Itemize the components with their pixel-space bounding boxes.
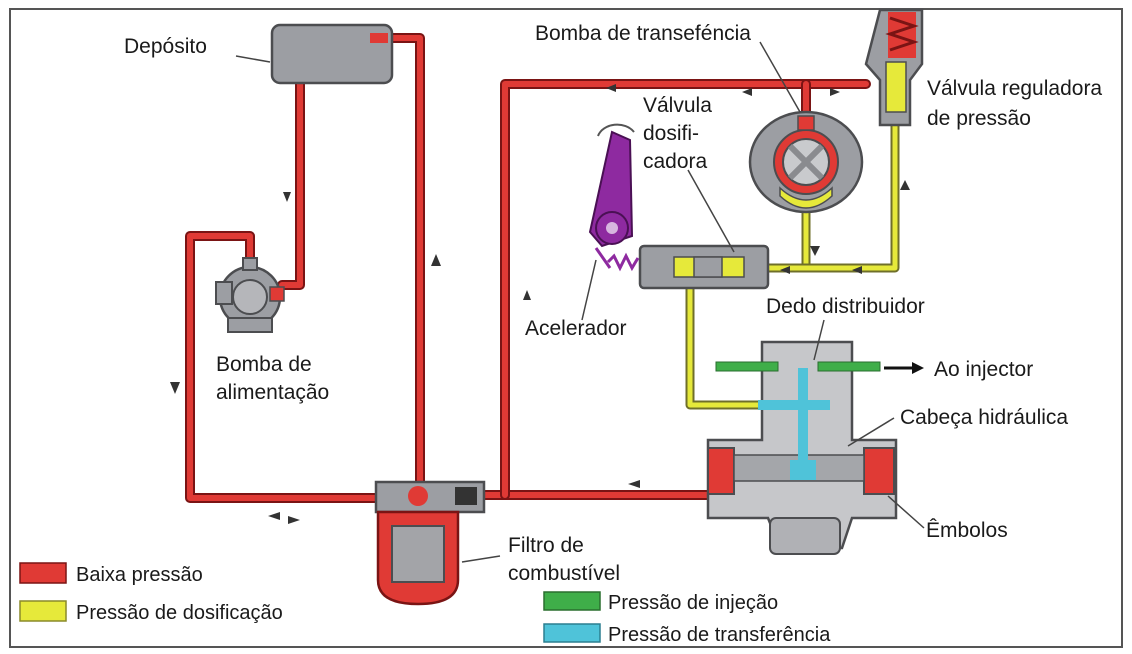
label-bomba-transferencia: Bomba de transeféncia	[535, 22, 751, 45]
labels: Depósito Bomba de transeféncia Válvula r…	[124, 22, 1102, 585]
hydraulic-head	[706, 319, 925, 555]
legend-label-transfer-pressure: Pressão de transferência	[608, 624, 831, 646]
legend-swatch-injection-pressure	[543, 591, 601, 611]
legend-swatch-transfer-pressure	[543, 623, 601, 643]
legend-swatch-dosing-pressure	[19, 600, 67, 622]
injector-outlet-arrow	[884, 362, 924, 374]
label-acelerador: Acelerador	[525, 317, 627, 340]
label-valvula-dosificadora-3: cadora	[643, 150, 708, 173]
label-deposito: Depósito	[124, 35, 207, 58]
label-filtro-2: combustível	[508, 562, 620, 585]
metering-valve	[638, 169, 770, 290]
tank	[235, 23, 394, 85]
flow-arrows	[170, 84, 910, 524]
label-valvula-reguladora-1: Válvula reguladora	[927, 77, 1102, 100]
legend-label-injection-pressure: Pressão de injeção	[608, 592, 778, 614]
label-bomba-alimentacao-1: Bomba de	[216, 353, 312, 376]
transfer-pump	[748, 41, 864, 214]
legend-swatch-low-pressure	[19, 562, 67, 584]
label-embolos: Êmbolos	[926, 519, 1008, 542]
label-ao-injector: Ao injector	[934, 358, 1033, 381]
diagram-frame	[9, 8, 1123, 648]
label-filtro-1: Filtro de	[508, 534, 584, 557]
low-pressure-pipes	[185, 33, 871, 503]
accelerator-lever	[581, 123, 640, 321]
dosing-pressure-pipes	[685, 113, 900, 410]
legend: Baixa pressão Pressão de dosificação Pre…	[19, 562, 831, 646]
fuel-filter	[374, 480, 501, 606]
label-valvula-dosificadora-2: dosifi-	[643, 122, 699, 145]
label-dedo-distribuidor: Dedo distribuidor	[766, 295, 925, 318]
legend-label-low-pressure: Baixa pressão	[76, 564, 203, 586]
feed-pump	[215, 257, 285, 333]
label-valvula-dosificadora-1: Válvula	[643, 94, 712, 117]
legend-label-dosing-pressure: Pressão de dosificação	[76, 602, 283, 624]
label-bomba-alimentacao-2: alimentação	[216, 381, 329, 404]
label-cabeca-hidraulica: Cabeça hidráulica	[900, 406, 1068, 429]
pressure-regulator-valve	[864, 8, 924, 127]
label-valvula-reguladora-2: de pressão	[927, 107, 1031, 130]
